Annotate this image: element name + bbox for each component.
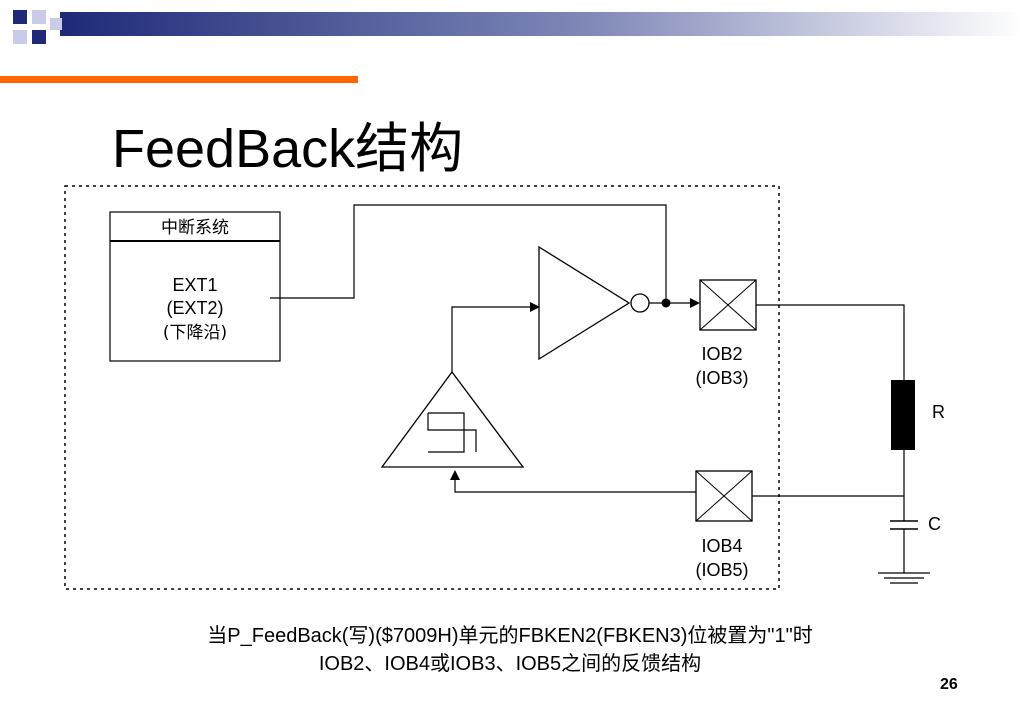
wire-interrupt-to-output (270, 204, 667, 303)
schmitt-trigger (380, 370, 525, 468)
resistor-label: R (932, 402, 945, 422)
header-decoration (0, 10, 1023, 83)
page-number: 26 (940, 676, 958, 693)
pad-bottom-label2: (IOB5) (695, 560, 748, 580)
interrupt-system-box: 中断系统 EXT1 (EXT2) (下降沿) (109, 211, 281, 362)
ground-symbol (878, 572, 930, 584)
header-square-4 (50, 18, 62, 30)
wire-pad-bottom-to-schmitt (454, 478, 696, 493)
header-square-5 (13, 30, 27, 44)
caption-line1: 当P_FeedBack(写)($7009H)单元的FBKEN2(FBKEN3)位… (207, 625, 813, 647)
interrupt-box-line1: EXT1 (172, 275, 217, 295)
interrupt-box-line3: (下降沿) (163, 323, 227, 343)
inverter-gate (538, 245, 650, 361)
io-pad-top (699, 279, 757, 331)
dashed-frame (64, 185, 780, 590)
wire-pad-top-to-rc (756, 304, 905, 380)
hysteresis-symbol (428, 412, 465, 453)
pad-top-label2: (IOB3) (695, 368, 748, 388)
interrupt-box-line2: (EXT2) (166, 298, 223, 318)
capacitor (890, 520, 918, 530)
header-gradient-bar (60, 12, 1023, 36)
inverter-bubble (630, 293, 650, 313)
caption-line2: IOB2、IOB4或IOB3、IOB5之间的反馈结构 (318, 653, 702, 675)
slide-title: FeedBack结构 (112, 119, 464, 179)
arrow-to-pad-top (690, 298, 700, 308)
arrow-into-inverter (530, 302, 540, 312)
header-square-3 (32, 30, 46, 44)
interrupt-box-header: 中断系统 (161, 218, 229, 238)
wire-schmitt-to-inverter (451, 306, 533, 372)
resistor (891, 380, 915, 450)
io-pad-bottom (695, 470, 753, 522)
header-square-1 (13, 10, 27, 24)
junction-dot (661, 298, 671, 308)
capacitor-label: C (928, 514, 941, 534)
orange-underline (0, 76, 358, 83)
pad-top-label1: IOB2 (701, 344, 742, 364)
pad-bottom-label1: IOB4 (701, 536, 742, 556)
header-square-2 (32, 10, 46, 24)
arrow-into-schmitt (450, 470, 460, 480)
